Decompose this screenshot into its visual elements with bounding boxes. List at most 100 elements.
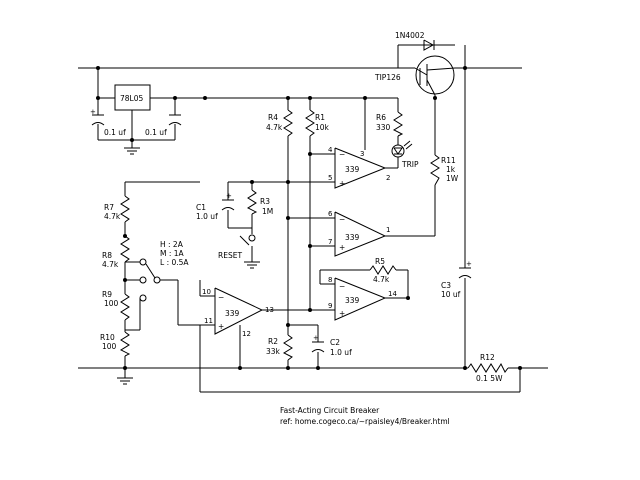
c2-name: C2 (330, 338, 340, 347)
r6-name: R6 (376, 113, 386, 122)
u4-pin-out: 13 (265, 306, 274, 314)
trip-led: TRIP (391, 140, 419, 169)
r12-name: R12 (480, 353, 495, 362)
r5-value: 4.7k (373, 275, 390, 284)
comparator-u4: − + 339 10 11 12 13 (202, 287, 274, 338)
u4-pin-gnd: 12 (242, 330, 251, 338)
ground-symbol-reset (244, 261, 260, 269)
u1-pin-inv: 4 (328, 146, 333, 154)
r1-name: R1 (315, 113, 325, 122)
u2-label: 339 (345, 233, 360, 242)
r1-value: 10k (315, 123, 330, 132)
resistor-r12: R12 0.1 5W (467, 353, 509, 383)
c3-value: 10 uf (441, 290, 461, 299)
inverting-input-sign: − (339, 150, 345, 159)
capacitor-c1: + C1 1.0 uf (196, 192, 235, 221)
c2-value: 1.0 uf (330, 348, 352, 357)
capacitor-plus-sign: + (226, 192, 232, 200)
c3-name: C3 (441, 281, 451, 290)
c-reg2-value: 0.1 uf (145, 128, 167, 137)
resistor-r2: R2 33k (266, 334, 293, 361)
reset-label: RESET (218, 251, 242, 260)
capacitor-c3: + C3 10 uf (441, 260, 472, 299)
regulator-input-capacitor: + 0.1 uf (90, 108, 126, 137)
u2-pin-out: 1 (386, 226, 390, 234)
noninverting-input-sign: + (339, 179, 345, 188)
c1-value: 1.0 uf (196, 212, 218, 221)
noninverting-input-sign: + (339, 309, 345, 318)
resistor-r1: R1 10k (305, 109, 330, 137)
u4-label: 339 (225, 309, 240, 318)
resistor-r11: R11 1k 1W (430, 154, 459, 186)
r11-power: 1W (446, 174, 459, 183)
comparator-u1: − + 339 4 5 3 2 (328, 146, 390, 189)
u4-pin-noninv: 11 (204, 317, 213, 325)
r9-name: R9 (102, 290, 112, 299)
r9-value: 100 (104, 299, 119, 308)
range-l-label: L : 0.5A (160, 258, 189, 267)
r3-name: R3 (260, 197, 270, 206)
r11-value: 1k (446, 165, 456, 174)
inverting-input-sign: − (339, 215, 345, 224)
resistor-r3: R3 1M (246, 189, 273, 216)
inverting-input-sign: − (218, 293, 224, 302)
u1-pin-vcc: 3 (360, 150, 364, 158)
r11-name: R11 (441, 156, 456, 165)
regulator-label: 78L05 (120, 94, 143, 103)
r8-value: 4.7k (102, 260, 119, 269)
noninverting-input-sign: + (218, 322, 224, 331)
r12-value: 0.1 5W (476, 374, 503, 383)
comparator-u2: − + 339 6 7 1 (328, 210, 390, 257)
u1-pin-out: 2 (386, 174, 390, 182)
u3-pin-noninv: 9 (328, 302, 332, 310)
diagram-title: Fast-Acting Circuit Breaker (280, 406, 380, 415)
inverting-input-sign: − (339, 282, 345, 291)
transistor-tip126: TIP126 (374, 55, 456, 96)
r10-name: R10 (100, 333, 115, 342)
c1-name: C1 (196, 203, 206, 212)
range-m-label: M : 1A (160, 249, 185, 258)
r3-value: 1M (262, 207, 273, 216)
range-selector-switch[interactable]: H : 2A M : 1A L : 0.5A (139, 240, 189, 302)
r2-name: R2 (268, 337, 278, 346)
r2-value: 33k (266, 347, 281, 356)
junctions (96, 66, 522, 370)
caption: Fast-Acting Circuit Breaker ref: home.co… (280, 406, 450, 426)
wires (78, 44, 548, 393)
r4-value: 4.7k (266, 123, 283, 132)
r5-name: R5 (375, 257, 385, 266)
range-h-label: H : 2A (160, 240, 184, 249)
r8-name: R8 (102, 251, 112, 260)
u4-pin-inv: 10 (202, 288, 211, 296)
u3-pin-out: 14 (388, 290, 397, 298)
comparator-u3: − + 339 8 9 14 (328, 276, 397, 321)
transistor-label: TIP126 (374, 73, 401, 82)
diode-label: 1N4002 (395, 31, 425, 40)
resistor-r4: R4 4.7k (266, 109, 293, 137)
u1-pin-noninv: 5 (328, 174, 332, 182)
regulator-output-capacitor: 0.1 uf (145, 114, 182, 137)
r7-name: R7 (104, 203, 114, 212)
u1-label: 339 (345, 165, 360, 174)
r4-name: R4 (268, 113, 278, 122)
led-trip-label: TRIP (401, 160, 419, 169)
r10-value: 100 (102, 342, 117, 351)
capacitor-plus-sign: + (466, 260, 472, 268)
u2-pin-noninv: 7 (328, 238, 332, 246)
r7-value: 4.7k (104, 212, 121, 221)
regulator-78l05: 78L05 (114, 84, 151, 111)
u3-label: 339 (345, 296, 360, 305)
u2-pin-inv: 6 (328, 210, 333, 218)
u3-pin-inv: 8 (328, 276, 332, 284)
c-reg1-value: 0.1 uf (104, 128, 126, 137)
ground-symbol-regulator (124, 147, 140, 155)
resistor-r6: R6 330 (376, 111, 404, 137)
capacitor-c2: + C2 1.0 uf (311, 334, 352, 357)
diagram-reference: ref: home.cogeco.ca/~rpaisley4/Breaker.h… (280, 417, 450, 426)
reset-button[interactable]: RESET (218, 234, 256, 260)
r6-value: 330 (376, 123, 391, 132)
diode-1n4002: 1N4002 (395, 31, 435, 51)
noninverting-input-sign: + (339, 243, 345, 252)
capacitor-plus-sign: + (90, 108, 96, 116)
